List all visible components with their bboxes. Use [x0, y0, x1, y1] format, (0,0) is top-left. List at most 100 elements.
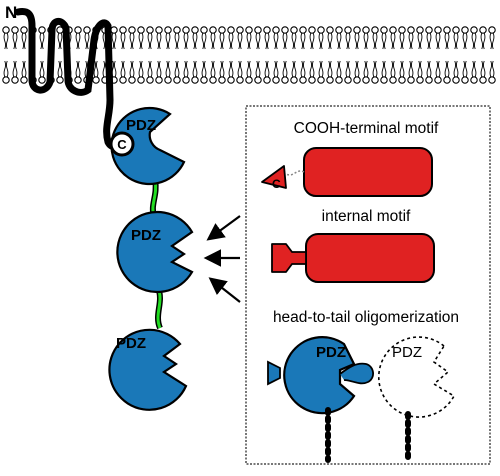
lipid-inner — [38, 60, 46, 84]
lipid-inner — [353, 60, 361, 84]
lipid-inner — [128, 60, 136, 84]
lipid-inner — [326, 60, 334, 84]
lipid-outer — [344, 26, 352, 50]
lipid-outer — [470, 26, 478, 50]
cooh-ligand: C — [261, 147, 433, 197]
lipid-outer — [254, 26, 262, 50]
lipid-inner — [182, 60, 190, 84]
lipid-inner — [461, 60, 469, 84]
lipid-inner — [452, 60, 460, 84]
lipid-outer — [362, 26, 370, 50]
arrow-bottom — [208, 277, 241, 303]
lipid-outer — [83, 26, 91, 50]
lipid-outer — [245, 26, 253, 50]
lipid-outer — [209, 26, 217, 50]
lipid-inner — [119, 60, 127, 84]
lipid-inner — [407, 60, 415, 84]
lipid-outer — [425, 26, 433, 50]
oligomerization-label: head-to-tail oligomerization — [273, 309, 459, 326]
lipid-inner — [137, 60, 145, 84]
lipid-outer — [416, 26, 424, 50]
lipid-outer — [200, 26, 208, 50]
lipid-outer — [335, 26, 343, 50]
oligomer-pdz-label-solid: PDZ — [316, 344, 346, 361]
lipid-outer — [20, 26, 28, 50]
oligomer-pdz-solid: PDZ — [267, 336, 374, 463]
lipid-outer — [191, 26, 199, 50]
lipid-inner — [11, 60, 19, 84]
lipid-inner — [218, 60, 226, 84]
lipid-inner — [146, 60, 154, 84]
lipid-outer — [164, 26, 172, 50]
cooh-motif-label: COOH-terminal motif — [294, 120, 439, 137]
cooh-c-label: C — [272, 177, 281, 191]
lipid-inner — [470, 60, 478, 84]
lipid-outer — [443, 26, 451, 50]
lipid-outer — [56, 26, 64, 50]
lipid-inner — [389, 60, 397, 84]
lipid-inner — [281, 60, 289, 84]
lipid-outer — [389, 26, 397, 50]
lipid-inner — [74, 60, 82, 84]
lipid-outer — [308, 26, 316, 50]
lipid-inner — [335, 60, 343, 84]
lipid-inner — [443, 60, 451, 84]
linker-2-green — [156, 287, 162, 329]
internal-motif-label: internal motif — [322, 208, 411, 225]
lipid-outer — [290, 26, 298, 50]
pdz-label-1: PDZ — [126, 117, 156, 134]
internal-ligand — [271, 233, 435, 283]
lipid-outer — [398, 26, 406, 50]
pdz-label-3: PDZ — [116, 335, 146, 352]
lipid-outer — [74, 26, 82, 50]
oligomer-pdz-dashed: PDZ — [378, 336, 456, 463]
lipid-outer — [128, 26, 136, 50]
lipid-inner — [317, 60, 325, 84]
lipid-inner — [299, 60, 307, 84]
pdz-domain-1: C PDZ — [109, 106, 186, 186]
lipid-outer — [182, 26, 190, 50]
lipid-inner — [191, 60, 199, 84]
lipid-bilayer — [2, 26, 496, 84]
lipid-outer — [317, 26, 325, 50]
lipid-outer — [281, 26, 289, 50]
c-terminus-label: C — [117, 137, 127, 152]
lipid-outer — [263, 26, 271, 50]
lipid-inner — [164, 60, 172, 84]
lipid-inner — [263, 60, 271, 84]
lipid-inner — [173, 60, 181, 84]
pdz-domain-3: PDZ — [108, 328, 188, 411]
lipid-inner — [272, 60, 280, 84]
lipid-inner — [398, 60, 406, 84]
lipid-outer — [11, 26, 19, 50]
lipid-outer — [218, 26, 226, 50]
lipid-inner — [308, 60, 316, 84]
lipid-outer — [461, 26, 469, 50]
pdz-domain-2: PDZ — [116, 210, 194, 294]
lipid-outer — [434, 26, 442, 50]
lipid-outer — [488, 26, 496, 50]
lipid-outer — [479, 26, 487, 50]
lipid-outer — [227, 26, 235, 50]
lipid-outer — [452, 26, 460, 50]
lipid-inner — [227, 60, 235, 84]
lipid-inner — [488, 60, 496, 84]
lipid-inner — [479, 60, 487, 84]
lipid-inner — [434, 60, 442, 84]
lipid-inner — [362, 60, 370, 84]
lipid-inner — [2, 60, 10, 84]
lipid-outer — [299, 26, 307, 50]
lipid-outer — [137, 26, 145, 50]
n-terminus-label: N — [5, 3, 17, 22]
lipid-inner — [380, 60, 388, 84]
lipid-inner — [371, 60, 379, 84]
lipid-inner — [245, 60, 253, 84]
pdz-label-2: PDZ — [131, 227, 161, 244]
arrow-top — [206, 215, 241, 241]
lipid-outer — [371, 26, 379, 50]
lipid-outer — [353, 26, 361, 50]
lipid-outer — [272, 26, 280, 50]
lipid-inner — [236, 60, 244, 84]
lipid-inner — [290, 60, 298, 84]
